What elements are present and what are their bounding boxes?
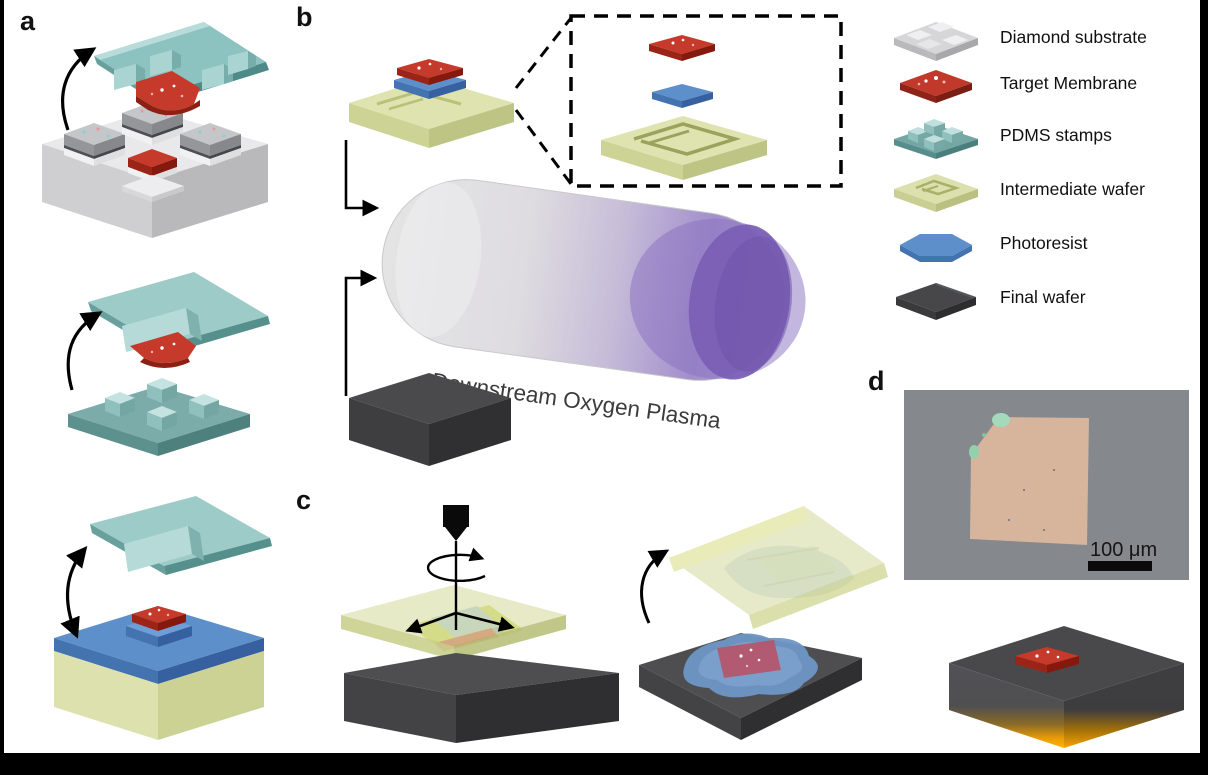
final-wafer-icon [896,283,976,320]
inset-photoresist [652,84,713,108]
heated-face-right [1064,663,1184,748]
target-membrane-final [1015,647,1079,673]
scale-bar-label: 100 μm [1090,539,1157,561]
legend: Diamond substrate Target Membrane PDMS [886,4,1200,349]
panel-c-alignment-illustration [341,505,619,743]
panel-c-label: c [296,485,312,515]
pdms-stamp-base [68,378,250,456]
camera-icon [443,505,469,541]
legend-label: Final wafer [1000,286,1086,307]
plasma-tube [381,179,806,381]
legend-item-pdms-stamps: PDMS stamps [886,108,1112,162]
legend-label: Target Membrane [1000,72,1138,93]
membrane-mesas [64,102,241,166]
speck [1043,529,1045,531]
panel-d-label: d [868,366,885,396]
lift-arrow [66,311,103,391]
lift-arrow [61,47,97,131]
panel-b-label: b [296,2,313,32]
panel-a-label: a [20,6,36,36]
into-plasma-arrow-top [344,140,380,217]
exploded-view-inset [514,14,843,188]
pdms-stamp-lifting [94,22,269,116]
pdms-stamp [90,496,272,575]
panel-b-illustration: Downstream Oxygen Plasma [344,14,843,466]
target-membrane-on-stamp [136,71,200,111]
speck [1053,469,1055,471]
final-wafer-block [344,653,619,743]
translate-arrow-right [455,611,515,632]
peel-arrow [640,549,670,624]
target-membrane-on-stack [397,59,463,85]
intermediate-wafer-icon [894,174,978,212]
panel-a-step3-illustration [54,496,272,740]
panel-a-step1-illustration [42,22,269,238]
up-down-arrow [60,545,88,639]
legend-item-final-wafer: Final wafer [886,270,1086,324]
target-membrane-on-wafer [132,606,186,631]
legend-item-photoresist: Photoresist [886,216,1088,270]
translate-arrow-left [405,611,457,634]
inset-target-membrane [649,35,715,61]
final-wafer-block [349,373,511,466]
photoresist-coated-wafer [54,606,264,740]
residue-spot [982,433,986,437]
panel-c-release-illustration [639,506,888,740]
diamond-substrate-icon [894,22,978,61]
inset-intermediate-wafer [601,116,767,180]
wafer-stack [349,59,514,148]
target-membrane-transferred [717,640,781,678]
final-wafer-with-membrane [639,633,862,740]
into-plasma-arrow-bottom [344,269,378,396]
legend-label: Intermediate wafer [1000,178,1145,199]
rotation-arrow [426,547,486,583]
panel-d-annealed-wafer [949,626,1184,748]
heated-face-left [949,663,1064,748]
panel-d-micrograph: 100 μm [904,390,1189,580]
intermediate-wafer-peeling [669,506,888,629]
pdms-stamp-with-membrane [88,272,270,368]
figure-canvas: a [4,0,1200,753]
speck [1023,489,1025,491]
residue-spot [992,413,1010,427]
pdms-stamps-icon [894,119,978,159]
legend-item-intermediate-wafer: Intermediate wafer [886,162,1145,216]
micrograph-membrane [970,417,1089,545]
speck [1008,519,1010,521]
residue-spot [969,445,979,459]
legend-item-diamond-substrate: Diamond substrate [886,10,1147,64]
photoresist-icon [900,234,972,262]
panel-a-step2-illustration [66,272,270,456]
intermediate-wafer-translucent [341,585,566,660]
target-membrane-icon [900,70,972,103]
legend-label: PDMS stamps [1000,124,1112,145]
legend-item-target-membrane: Target Membrane [886,56,1137,110]
empty-pedestal [122,175,184,202]
legend-label: Photoresist [1000,232,1088,253]
scale-bar [1088,561,1152,571]
legend-label: Diamond substrate [1000,26,1147,47]
